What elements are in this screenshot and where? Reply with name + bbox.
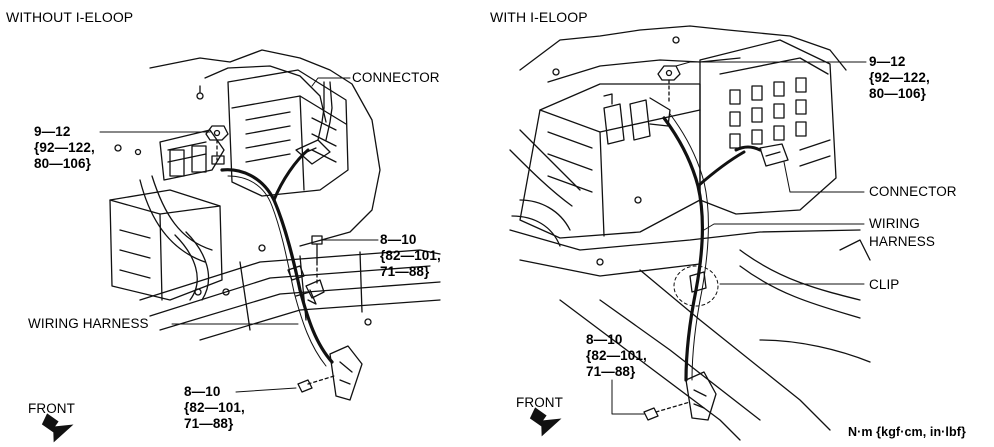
front-arrow-right-icon: [529, 407, 562, 437]
torque-nm: 8—10: [380, 232, 417, 247]
torque-nm: 9—12: [869, 54, 906, 69]
front-arrow-left-icon: [41, 413, 74, 443]
left-engine-assembly: [109, 49, 441, 401]
torque-kgfcm: {82—101,: [586, 348, 647, 363]
torque-inlbf: 80—106}: [34, 156, 91, 171]
left-wiring-harness-label: WIRING HARNESS: [28, 316, 149, 331]
right-front-label: FRONT: [516, 395, 563, 410]
wiring-label-line1: WIRING: [869, 216, 920, 231]
right-connector-label: CONNECTOR: [869, 184, 957, 199]
torque-kgfcm: {82—101,: [184, 400, 245, 415]
torque-inlbf: 71—88}: [380, 264, 430, 279]
left-leader-lines: [99, 77, 379, 393]
left-front-label: FRONT: [28, 401, 75, 416]
right-clip-label: CLIP: [869, 277, 900, 292]
torque-nm: 8—10: [184, 384, 221, 399]
torque-nm: 8—10: [586, 332, 623, 347]
torque-inlbf: 71—88}: [184, 416, 234, 431]
torque-inlbf: 71—88}: [586, 364, 636, 379]
torque-kgfcm: {92—122,: [869, 70, 930, 85]
torque-kgfcm: {92—122,: [34, 140, 95, 155]
torque-inlbf: 80—106}: [869, 86, 926, 101]
right-leader-lines: [611, 61, 867, 415]
left-heading: WITHOUT I-ELOOP: [6, 9, 134, 25]
torque-nm: 9—12: [34, 124, 71, 139]
left-connector-label: CONNECTOR: [352, 70, 440, 85]
wiring-label-line2: HARNESS: [869, 234, 935, 249]
torque-kgfcm: {82—101,: [380, 248, 441, 263]
right-heading: WITH I-ELOOP: [490, 9, 588, 25]
right-engine-assembly: [509, 25, 871, 441]
torque-units-label: N·m {kgf·cm, in·lbf}: [848, 425, 966, 439]
